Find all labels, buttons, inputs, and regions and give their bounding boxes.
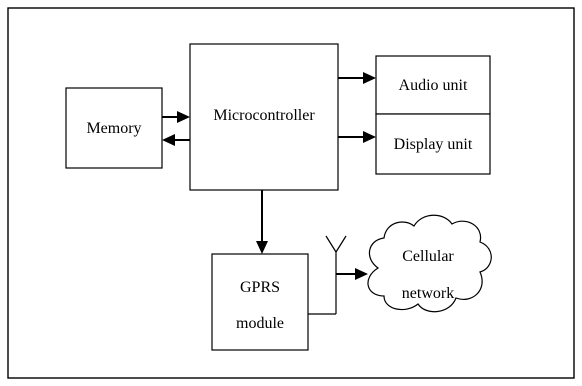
antenna-arm-left (325, 235, 337, 253)
gprs-label-line2: module (236, 315, 284, 332)
memory-to-microcontroller-arrow (162, 111, 190, 123)
audio-unit-block: Audio unit (375, 55, 491, 115)
microcontroller-to-memory-arrow (162, 134, 190, 146)
memory-block: Memory (65, 87, 163, 169)
gprs-module-block: GPRS module (211, 253, 309, 351)
audio-unit-box (375, 55, 491, 115)
microcontroller-box (189, 43, 339, 191)
microcontroller-to-display-arrow (338, 131, 376, 143)
antenna-arm-right (335, 235, 347, 253)
gprs-label-line1: GPRS (240, 279, 280, 296)
cellular-label-line1: Cellular (402, 248, 454, 265)
cellular-network-cloud: Cellular network (367, 214, 492, 313)
microcontroller-block: Microcontroller (189, 43, 339, 191)
memory-label: Memory (86, 120, 141, 137)
display-unit-block: Display unit (375, 113, 491, 175)
antenna-to-cloud-arrowhead (355, 268, 368, 280)
audio-unit-label: Audio unit (399, 77, 468, 94)
cellular-label-line2: network (402, 285, 454, 302)
gprs-module-box (211, 253, 309, 351)
display-unit-box (375, 113, 491, 175)
cloud-shape (367, 214, 492, 313)
memory-box (65, 87, 163, 169)
display-unit-label: Display unit (394, 136, 473, 153)
microcontroller-label: Microcontroller (213, 107, 315, 124)
microcontroller-to-audio-arrow (338, 72, 376, 84)
antenna-link (308, 235, 368, 315)
microcontroller-to-gprs-arrow (256, 190, 268, 254)
